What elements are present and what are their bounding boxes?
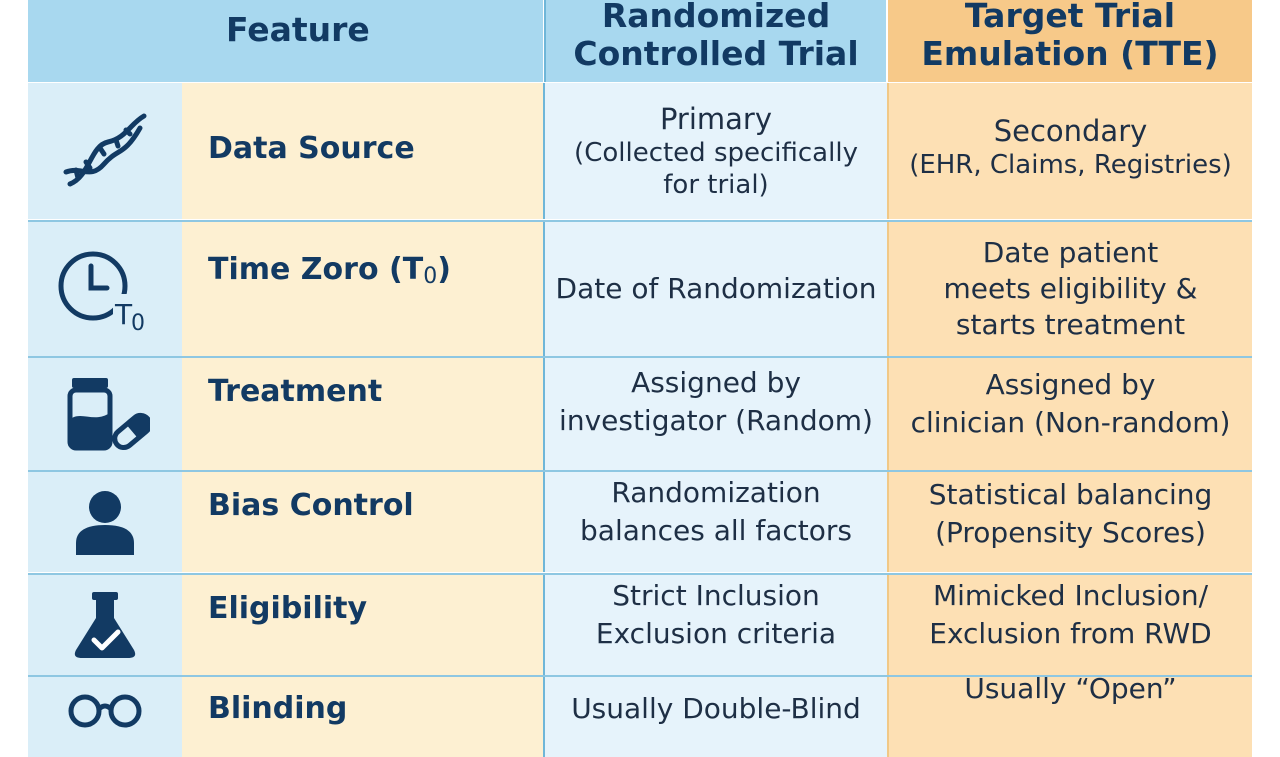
rct-cell: Date of Randomization <box>543 222 887 356</box>
rct-line: Assigned by <box>631 366 801 399</box>
table-row-blinding: Blinding Usually Double-Blind Usually “O… <box>28 672 1252 757</box>
row-name-text: Time Zoro (T <box>208 252 424 287</box>
rct-line: Usually Double-Blind <box>571 692 861 725</box>
rct-line: investigator (Random) <box>559 404 873 437</box>
clock-icon-subscript: 0 <box>131 311 145 334</box>
flask-check-icon <box>28 575 182 675</box>
tte-line: Exclusion from RWD <box>929 617 1212 650</box>
tte-cell: Mimicked Inclusion/ Exclusion from RWD <box>887 575 1252 675</box>
row-divider <box>28 573 1252 575</box>
rct-line: Primary <box>659 102 773 136</box>
tte-line: Mimicked Inclusion/ <box>932 579 1209 612</box>
row-name: Treatment <box>182 358 543 470</box>
clock-icon: T 0 <box>28 222 182 356</box>
tte-line: meets eligibility & <box>943 272 1198 305</box>
rct-cell: Randomization balances all factors <box>543 472 887 572</box>
header-tte-line2: Emulation (TTE) <box>921 34 1219 73</box>
header-tte: Target Trial Emulation (TTE) <box>888 0 1252 82</box>
clock-icon-label: T <box>114 298 133 331</box>
medicine-bottle-pill-icon <box>28 358 182 470</box>
rct-cell: Usually Double-Blind <box>543 677 887 757</box>
row-divider <box>28 675 1252 677</box>
rct-line: Exclusion criteria <box>595 617 837 650</box>
rct-line: (Collected specifically <box>574 138 858 168</box>
table-row-eligibility: Eligibility Strict Inclusion Exclusion c… <box>28 575 1252 675</box>
header-rct: Randomized Controlled Trial <box>544 0 886 82</box>
table-row-data-source: Data Source Primary (Collected specifica… <box>28 83 1252 219</box>
tte-line: Assigned by <box>985 368 1156 401</box>
tte-cell: Secondary (EHR, Claims, Registries) <box>887 83 1252 219</box>
rct-line: Strict Inclusion <box>612 579 820 612</box>
tte-line: starts treatment <box>955 308 1186 341</box>
tte-cell: Usually “Open” <box>887 672 1252 757</box>
row-divider <box>28 470 1252 472</box>
tte-cell: Statistical balancing (Propensity Scores… <box>887 472 1252 572</box>
rct-line: balances all factors <box>580 514 852 547</box>
row-name: Bias Control <box>182 472 543 572</box>
header-feature: Feature <box>28 0 543 82</box>
rct-line: Date of Randomization <box>555 272 877 305</box>
header-rct-line2: Controlled Trial <box>573 34 859 73</box>
rct-line: Randomization <box>611 476 821 509</box>
tte-line: clinician (Non-random) <box>910 406 1231 439</box>
table-row-bias-control: Bias Control Randomization balances all … <box>28 472 1252 572</box>
tte-line: (EHR, Claims, Registries) <box>909 150 1232 180</box>
dna-icon <box>28 83 182 219</box>
row-name-close: ) <box>437 252 451 287</box>
tte-cell: Date patient meets eligibility & starts … <box>887 222 1252 356</box>
row-divider <box>28 220 1252 222</box>
person-icon <box>28 472 182 572</box>
tte-line: (Propensity Scores) <box>935 516 1206 549</box>
rct-cell: Assigned by investigator (Random) <box>543 358 887 470</box>
rct-cell: Primary (Collected specifically for tria… <box>543 83 887 219</box>
glasses-icon <box>28 677 182 757</box>
tte-line: Usually “Open” <box>964 672 1177 705</box>
tte-line: Date patient <box>982 236 1159 269</box>
header-rct-line1: Randomized <box>601 0 831 35</box>
row-name: Data Source <box>182 83 543 219</box>
row-name: Blinding <box>182 677 543 757</box>
tte-cell: Assigned by clinician (Non-random) <box>887 358 1252 470</box>
header-tte-line1: Target Trial <box>964 0 1176 35</box>
row-divider <box>28 356 1252 358</box>
row-name: Eligibility <box>182 575 543 675</box>
table-row-treatment: Treatment Assigned by investigator (Rand… <box>28 358 1252 470</box>
rct-cell: Strict Inclusion Exclusion criteria <box>543 575 887 675</box>
rct-line: for trial) <box>663 170 769 200</box>
tte-line: Statistical balancing <box>928 478 1213 511</box>
tte-line: Secondary <box>993 114 1148 148</box>
row-name-subscript: 0 <box>423 264 438 289</box>
